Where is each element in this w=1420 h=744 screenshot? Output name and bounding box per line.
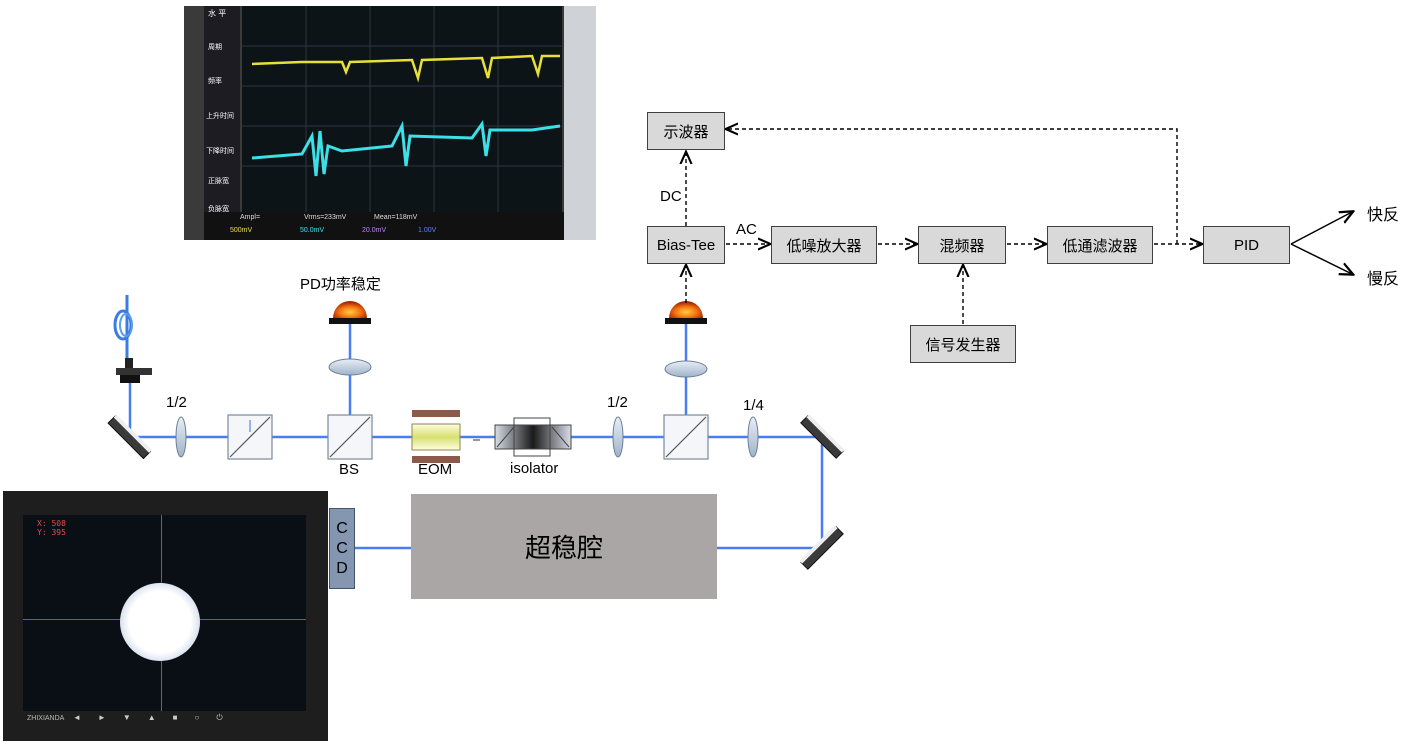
menu-item: 上升时间 <box>206 113 234 120</box>
signal-arrows <box>686 129 1201 324</box>
ch2-scale: 50.0mV <box>300 227 325 234</box>
menu-title: 水 平 <box>208 9 227 18</box>
ccd-letter: D <box>336 559 348 577</box>
dc-label: DC <box>660 188 682 205</box>
pid-outputs <box>1290 212 1352 274</box>
ch1-trace <box>251 54 560 83</box>
mirror-bottom-right-icon <box>799 525 844 570</box>
bs-label: BS <box>339 461 360 478</box>
ch1-scale: 500mV <box>230 227 253 234</box>
menu-item: 频率 <box>208 78 222 85</box>
beam-spot <box>120 583 200 661</box>
quarter-wave-label: 1/4 <box>743 397 764 414</box>
fiber-coil-icon <box>113 295 133 360</box>
measure-1: Ampl= <box>240 214 261 221</box>
lna-box: 低噪放大器 <box>771 226 877 264</box>
slow-feedback-label: 慢反 <box>1367 271 1400 288</box>
half-wave-plate-1-icon <box>175 416 187 458</box>
measure-2: Vrms=233mV <box>304 214 347 221</box>
ch2-trace <box>251 120 561 177</box>
scope-status-bar: Ampl= Vrms=233mV Mean=118mV 500mV 50.0mV… <box>204 212 564 240</box>
ultra-stable-cavity: 超稳腔 <box>411 494 717 599</box>
fast-feedback-label: 快反 <box>1367 207 1400 224</box>
oscilloscope-box: 示波器 <box>647 112 725 150</box>
x-readout: X: 508 <box>37 519 66 528</box>
quarter-wave-plate-icon <box>747 416 759 458</box>
pd-lens-1-icon <box>328 358 372 376</box>
mirror-top-right-icon <box>800 414 845 459</box>
scope-traces <box>242 6 562 212</box>
mixer-box: 混频器 <box>918 226 1006 264</box>
menu-item: 下降时间 <box>206 148 234 155</box>
half-wave-plate-2-icon <box>612 416 624 458</box>
scope-menu: 水 平 周期 频率 上升时间 下降时间 正脉宽 负脉宽 <box>204 6 240 216</box>
oscilloscope-photo: 水 平 周期 频率 上升时间 下降时间 正脉宽 负脉宽 Ampl= Vrms=2… <box>184 6 596 240</box>
scope-side-buttons <box>564 6 596 240</box>
measure-3: Mean=118mV <box>374 214 418 221</box>
photodetector-2-icon <box>665 301 707 324</box>
monitor-brand: ZHIXIANDA <box>27 715 65 722</box>
scope-screen <box>242 6 562 212</box>
isolator-icon <box>494 417 572 457</box>
signal-generator-box: 信号发生器 <box>910 325 1016 363</box>
ccd-monitor-photo: X: 508 Y: 395 ZHIXIANDA ◄►▼▲■○⏻ <box>3 491 328 741</box>
pd-lens-2-icon <box>664 360 708 378</box>
ch4-scale: 1.00V <box>418 227 437 234</box>
collimator-icon <box>116 358 152 383</box>
ccd-letter: C <box>336 519 348 537</box>
y-readout: Y: 395 <box>37 528 66 537</box>
beam-splitter-icon <box>327 414 373 460</box>
menu-item: 周期 <box>208 44 222 51</box>
half-wave-1-label: 1/2 <box>166 394 187 411</box>
ac-label: AC <box>736 221 757 238</box>
eom-icon <box>411 410 461 463</box>
pd-power-label: PD功率稳定 <box>300 276 381 293</box>
polarizer-cube-icon <box>227 414 273 460</box>
ch3-scale: 20.0mV <box>362 227 387 234</box>
menu-item: 正脉宽 <box>208 178 229 185</box>
photodetector-1-icon <box>329 301 371 324</box>
eom-label: EOM <box>418 461 453 478</box>
pbs-cube-icon <box>663 414 709 460</box>
monitor-screen: X: 508 Y: 395 <box>23 515 306 711</box>
lpf-box: 低通滤波器 <box>1047 226 1153 264</box>
monitor-buttons: ◄►▼▲■○⏻ <box>73 713 240 722</box>
menu-item: 负脉宽 <box>208 206 229 213</box>
isolator-label: isolator <box>510 460 559 477</box>
half-wave-2-label: 1/2 <box>607 394 628 411</box>
ccd-camera: C C D <box>329 508 355 589</box>
bias-tee-box: Bias-Tee <box>647 226 725 264</box>
cavity-label: 超稳腔 <box>524 533 603 563</box>
mirror-left-icon <box>107 414 152 460</box>
ccd-letter: C <box>336 539 348 557</box>
pid-box: PID <box>1203 226 1290 264</box>
